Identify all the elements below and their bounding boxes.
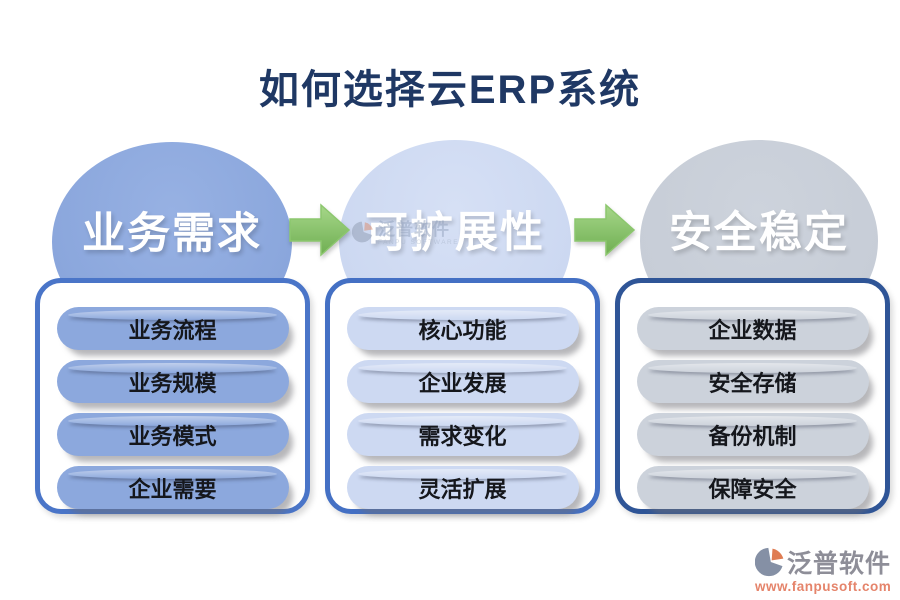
pill-item: 备份机制 (636, 413, 869, 456)
fanpu-logo-icon (755, 547, 784, 577)
pill-item: 保障安全 (636, 466, 869, 509)
stage-label: 可扩展性 (365, 209, 545, 257)
pill-item: 企业需要 (56, 466, 289, 509)
footer-brand-name: 泛普软件 (786, 550, 891, 578)
pill-label: 灵活扩展 (418, 476, 507, 502)
pill-item: 业务规模 (56, 360, 289, 403)
pill-item: 业务模式 (56, 413, 289, 456)
center-watermark: 泛普软件 FANPU SOFTWARE (352, 221, 459, 247)
pill-label: 业务规模 (128, 370, 217, 396)
panel-business-requirements: 业务流程 业务规模 业务模式 企业需要 (35, 278, 310, 514)
page-title: 如何选择云ERP系统 (258, 68, 642, 112)
pill-item: 核心功能 (346, 307, 579, 350)
panel-scalability: 核心功能 企业发展 需求变化 灵活扩展 (325, 278, 600, 514)
pill-item: 灵活扩展 (346, 466, 579, 509)
arrow-right-icon (574, 203, 636, 257)
pill-label: 业务模式 (128, 423, 217, 449)
stage-label: 业务需求 (82, 210, 262, 258)
pill-label: 备份机制 (708, 423, 797, 449)
fanpu-logo-icon (352, 221, 373, 243)
footer-brand: 泛普软件 www.fanpusoft.com (755, 544, 891, 594)
pill-item: 业务流程 (56, 307, 289, 350)
watermark-brand: 泛普软件 (378, 220, 450, 239)
pill-label: 安全存储 (708, 370, 797, 396)
pill-label: 企业发展 (418, 370, 507, 396)
pill-item: 企业数据 (636, 307, 869, 350)
panel-security-stability: 企业数据 安全存储 备份机制 保障安全 (615, 278, 890, 514)
arrow-right-icon (289, 203, 351, 257)
footer-website: www.fanpusoft.com (755, 579, 892, 594)
pill-label: 企业需要 (128, 476, 217, 502)
pill-item: 安全存储 (636, 360, 869, 403)
stage-label: 安全稳定 (669, 209, 849, 257)
pill-label: 需求变化 (418, 423, 507, 449)
pill-label: 保障安全 (708, 476, 797, 502)
watermark-subtitle: FANPU SOFTWARE (378, 239, 460, 246)
pill-item: 企业发展 (346, 360, 579, 403)
pill-label: 企业数据 (708, 317, 797, 343)
pill-item: 需求变化 (346, 413, 579, 456)
pill-label: 业务流程 (128, 317, 217, 343)
pill-label: 核心功能 (418, 317, 507, 343)
